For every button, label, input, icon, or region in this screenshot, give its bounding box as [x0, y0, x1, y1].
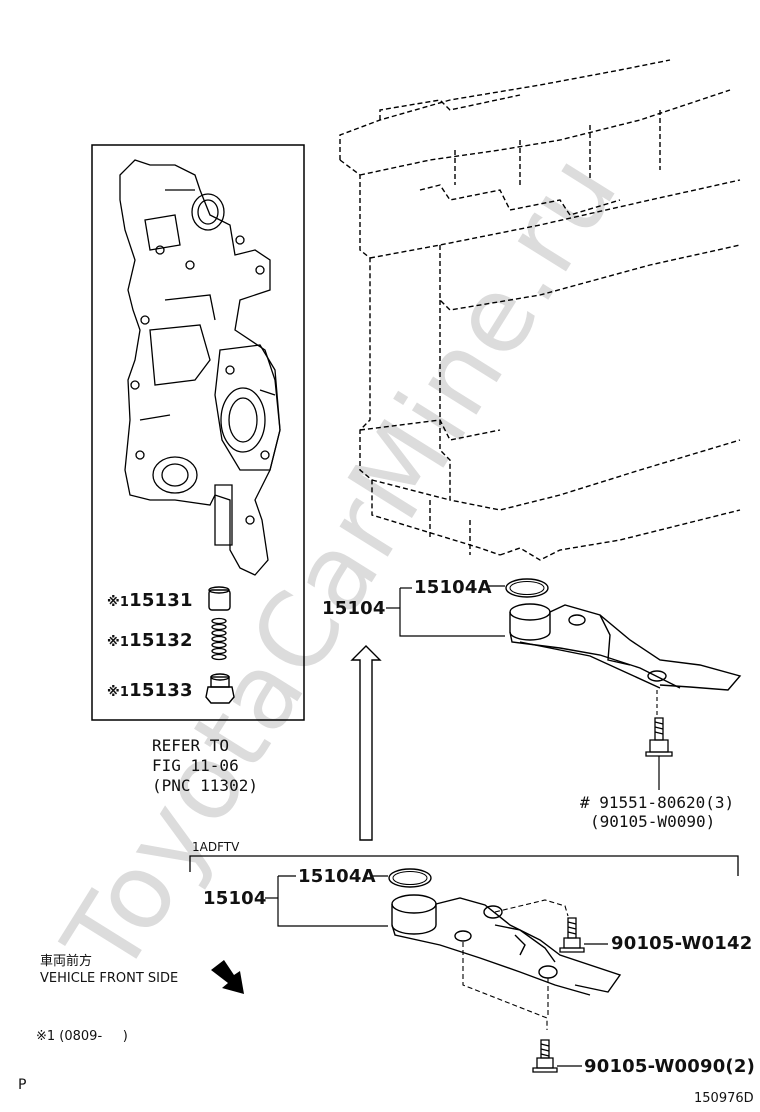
part-15132-drawing — [211, 617, 227, 661]
figure-id: 150976D — [694, 1091, 754, 1106]
inset-frame — [91, 144, 305, 721]
inset-part-label-15131: ※115131 — [107, 590, 193, 611]
assembly-arrow — [350, 645, 382, 841]
footnote: ※1 (0809- ) — [36, 1029, 128, 1044]
front-side-japanese: 車両前方 — [40, 954, 93, 969]
part-number: 15133 — [129, 680, 193, 701]
engine-block — [339, 59, 741, 561]
corner-letter: P — [18, 1077, 27, 1093]
timing-cover-drawing — [119, 159, 281, 576]
refer-line-3: (PNC 11302) — [152, 776, 258, 795]
lower-pipe-label: 15104 — [203, 888, 267, 909]
oil-pipe-upper — [509, 603, 742, 691]
upper-bolt-label-2: (90105-W0090) — [590, 812, 716, 831]
inset-part-label-15132: ※115132 — [107, 630, 193, 651]
oil-pipe-lower — [391, 894, 622, 996]
part-number: 15131 — [129, 590, 193, 611]
lower-bolt-bottom-label: 90105-W0090(2) — [584, 1056, 756, 1077]
bolt-lower-top — [559, 917, 608, 953]
inset-part-label-15133: ※115133 — [107, 680, 193, 701]
gasket-lower — [388, 868, 432, 888]
refer-line-1: REFER TO — [152, 736, 230, 755]
upper-bolt-label-1: # 91551-80620(3) — [580, 793, 735, 812]
mark-symbol: ※1 — [107, 635, 130, 650]
part-15133-drawing — [205, 673, 235, 704]
lower-bolt-top-label: 90105-W0142 — [611, 933, 753, 954]
front-side-english: VEHICLE FRONT SIDE — [40, 971, 179, 986]
bolt-upper — [645, 690, 673, 790]
mark-symbol: ※1 — [107, 685, 130, 700]
vehicle-front-arrow — [211, 960, 244, 994]
upper-pipe-label: 15104 — [322, 598, 386, 619]
bolt-lower-bottom — [532, 1039, 582, 1073]
variant-label: 1ADFTV — [192, 840, 240, 854]
gasket-upper — [505, 578, 549, 598]
part-15131-drawing — [208, 586, 231, 611]
upper-gasket-label: 15104A — [414, 577, 492, 598]
part-number: 15132 — [129, 630, 193, 651]
lower-gasket-label: 15104A — [298, 866, 376, 887]
variant-bracket — [189, 855, 739, 876]
mark-symbol: ※1 — [107, 595, 130, 610]
refer-line-2: FIG 11-06 — [152, 756, 239, 775]
